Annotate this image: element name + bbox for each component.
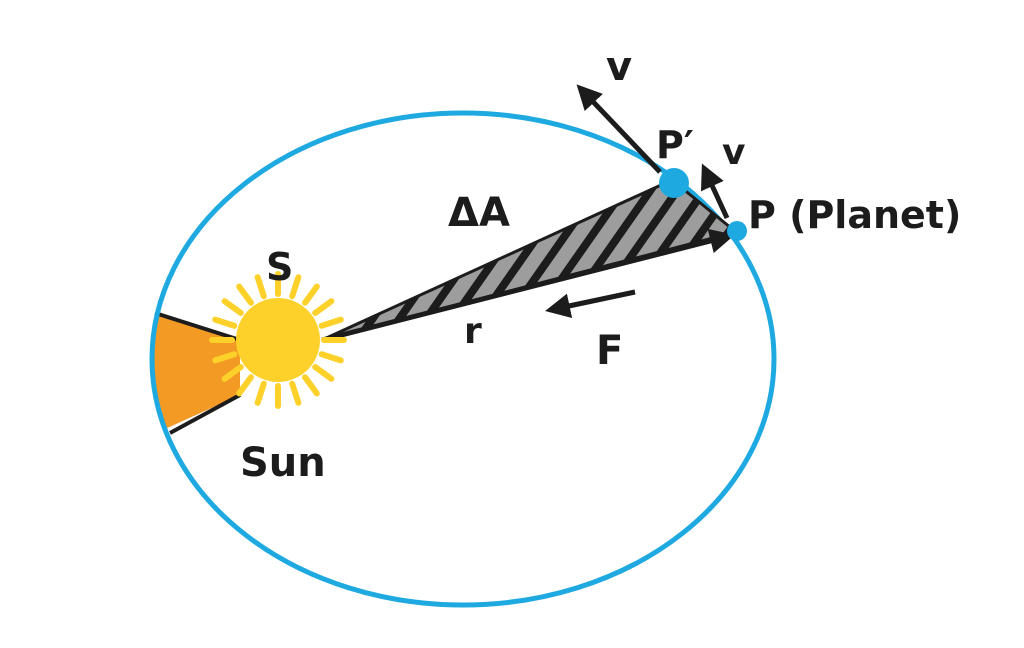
label-force: F [596, 328, 623, 374]
sun-icon [209, 271, 347, 409]
label-radius: r [464, 311, 482, 352]
orbit-ellipse [149, 110, 777, 608]
sun-core [236, 298, 320, 382]
sun-ray [302, 283, 320, 306]
label-sun-letter: S [266, 245, 293, 289]
label-area: ΔA [448, 190, 510, 236]
sun-ray [318, 351, 344, 364]
sun-ray [212, 351, 238, 364]
sun-ray [254, 380, 267, 406]
radius-arrow [321, 228, 735, 343]
label-velocity-top: v [606, 44, 632, 90]
label-velocity-small: v [722, 132, 745, 173]
label-planet: P (Planet) [748, 193, 961, 237]
sun-ray [302, 374, 320, 397]
area-delta-a-triangle [321, 178, 740, 342]
sun-ray [254, 274, 267, 300]
velocity-arrow-small [701, 163, 730, 220]
label-p-prime: P′ [656, 123, 694, 167]
planet-p-prime-dot [659, 168, 689, 198]
wedge-edge-top [154, 311, 241, 342]
label-sun: Sun [240, 440, 326, 486]
force-arrow [545, 289, 636, 319]
sun-ray [318, 316, 344, 329]
sun-ray [312, 298, 335, 316]
sun-ray [236, 374, 254, 397]
velocity-arrow-large [576, 84, 662, 174]
planet-p-dot [727, 221, 747, 241]
sun-ray [212, 316, 238, 329]
sun-ray [236, 283, 254, 306]
sun-ray [312, 364, 335, 382]
sun-ray [289, 274, 302, 300]
sun-ray [289, 380, 302, 406]
sun-ray [221, 364, 244, 382]
wedge-edge-bottom [169, 393, 241, 435]
sun-ray [221, 298, 244, 316]
